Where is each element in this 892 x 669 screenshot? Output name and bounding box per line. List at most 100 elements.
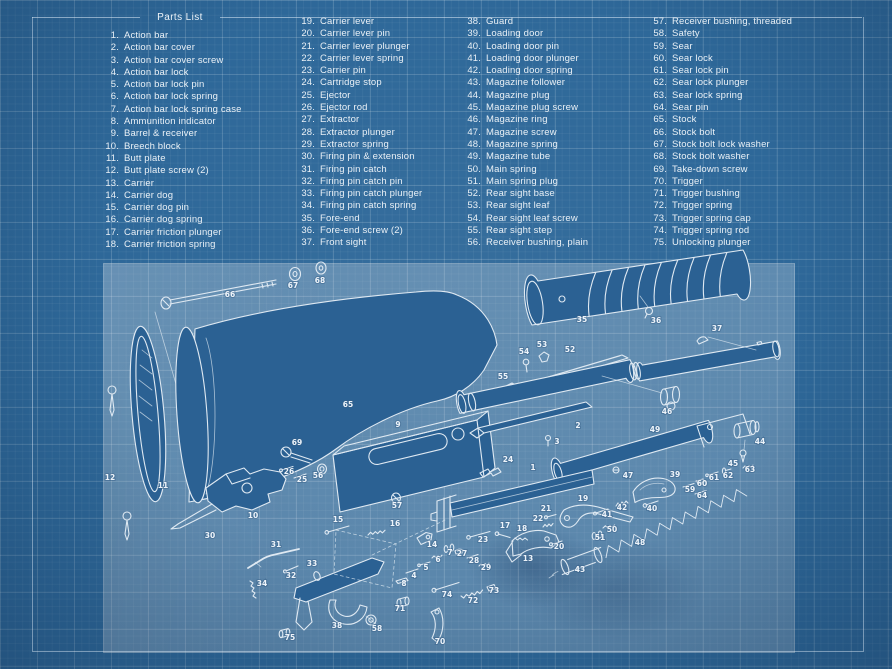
part-number-label: 63 [745,465,755,474]
ejector-extractor-parts-shape [279,465,490,567]
part-number-label: 37 [712,324,722,333]
part-number-label: 59 [685,485,695,494]
parts-list-item: 23Carrier pin [298,65,422,77]
part-number-label: 71 [395,604,405,613]
breech-block-shape [170,467,287,530]
receiver-shape [332,410,496,513]
parts-list-item: 48Magazine spring [464,139,588,151]
parts-list-item: 72Trigger spring [650,200,792,212]
parts-column-2: 19Carrier lever20Carrier lever pin21Carr… [298,16,422,250]
firing-pin-catch-shape [247,548,321,599]
parts-list-item: 74Trigger spring rod [650,225,792,237]
parts-list-item: 4Action bar lock [102,67,242,79]
parts-list-item: 20Carrier lever pin [298,28,422,40]
part-number-label: 48 [635,538,645,547]
title-rule-right [220,17,862,18]
part-number-label: 54 [519,347,529,356]
part-number-label: 50 [607,525,617,534]
barrel-shape [455,340,781,414]
part-number-label: 22 [533,514,543,523]
parts-list-item: 27Extractor [298,114,422,126]
part-number-label: 6 [435,555,440,564]
magazine-tube-shape [550,419,714,482]
part-number-label: 39 [670,470,680,479]
part-number-label: 73 [489,586,499,595]
part-number-label: 57 [392,501,402,510]
parts-list-item: 65Stock [650,114,792,126]
parts-list-title: Parts List [157,12,203,23]
part-number-label: 10 [248,511,258,520]
parts-list-item: 2Action bar cover [102,42,242,54]
parts-list-item: 44Magazine plug [464,90,588,102]
part-number-label: 2 [575,421,580,430]
parts-list-item: 39Loading door [464,28,588,40]
parts-list-item: 60Sear lock [650,53,792,65]
parts-list-item: 37Front sight [298,237,422,249]
part-number-label: 21 [541,504,551,513]
parts-list-item: 31Firing pin catch [298,164,422,176]
parts-list-item: 43Magazine follower [464,77,588,89]
parts-list-item: 14Carrier dog [102,190,242,202]
front-sight-shape [696,336,757,351]
part-number-label: 42 [617,503,627,512]
main-spring-sear-parts-shape [278,464,754,639]
part-number-label: 67 [288,281,298,290]
carrier-lever-shape [542,504,634,547]
part-number-label: 31 [271,540,281,549]
part-number-label: 43 [575,565,585,574]
part-number-label: 34 [257,579,267,588]
parts-list-item: 61Sear lock pin [650,65,792,77]
part-number-label: 9 [395,420,400,429]
parts-column-4: 57Receiver bushing, threaded58Safety59Se… [650,16,792,250]
parts-list-item: 35Fore-end [298,213,422,225]
part-number-label: 25 [297,475,307,484]
parts-list-item: 64Sear pin [650,102,792,114]
magazine-ring-shape [601,375,681,411]
parts-list-item: 71Trigger bushing [650,188,792,200]
part-number-label: 32 [286,571,296,580]
part-number-label: 65 [343,400,353,409]
parts-list-item: 42Loading door spring [464,65,588,77]
parts-list-item: 70Trigger [650,176,792,188]
parts-list-item: 47Magazine screw [464,127,588,139]
part-number-label: 18 [517,524,527,533]
parts-list-item: 52Rear sight base [464,188,588,200]
parts-list-item: 32Firing pin catch pin [298,176,422,188]
part-number-label: 47 [623,471,633,480]
part-number-label: 35 [577,315,587,324]
parts-list-item: 30Firing pin & extension [298,151,422,163]
part-number-label: 60 [697,479,707,488]
parts-list-item: 6Action bar lock spring [102,91,242,103]
parts-list-item: 5Action bar lock pin [102,79,242,91]
parts-list-item: 7Action bar lock spring case [102,104,242,116]
part-number-label: 51 [595,533,605,542]
part-number-label: 74 [442,590,452,599]
parts-list-item: 26Ejector rod [298,102,422,114]
parts-list-item: 50Main spring [464,164,588,176]
part-number-label: 15 [333,515,343,524]
part-number-label: 41 [602,510,612,519]
part-number-label: 12 [105,473,115,482]
magazine-plug-shape [696,413,760,463]
parts-list-item: 24Cartridge stop [298,77,422,89]
part-number-label: 75 [285,633,295,642]
magazine-follower-shape [548,546,603,579]
part-number-label: 19 [578,494,588,503]
parts-column-3: 38Guard39Loading door40Loading door pin4… [464,16,588,250]
part-number-label: 1 [530,463,535,472]
part-number-label: 13 [523,554,533,563]
parts-list-item: 17Carrier friction plunger [102,227,242,239]
parts-list-item: 63Sear lock spring [650,90,792,102]
part-number-label: 66 [225,290,235,299]
take-down-screw-shape [280,446,328,475]
part-number-label: 49 [650,425,660,434]
part-number-label: 17 [500,521,510,530]
part-number-label: 16 [390,519,400,528]
part-number-label: 45 [728,459,738,468]
part-number-label: 5 [423,563,428,572]
part-number-label: 55 [498,372,508,381]
parts-list-item: 12Butt plate screw (2) [102,165,242,177]
parts-list-item: 59Sear [650,41,792,53]
